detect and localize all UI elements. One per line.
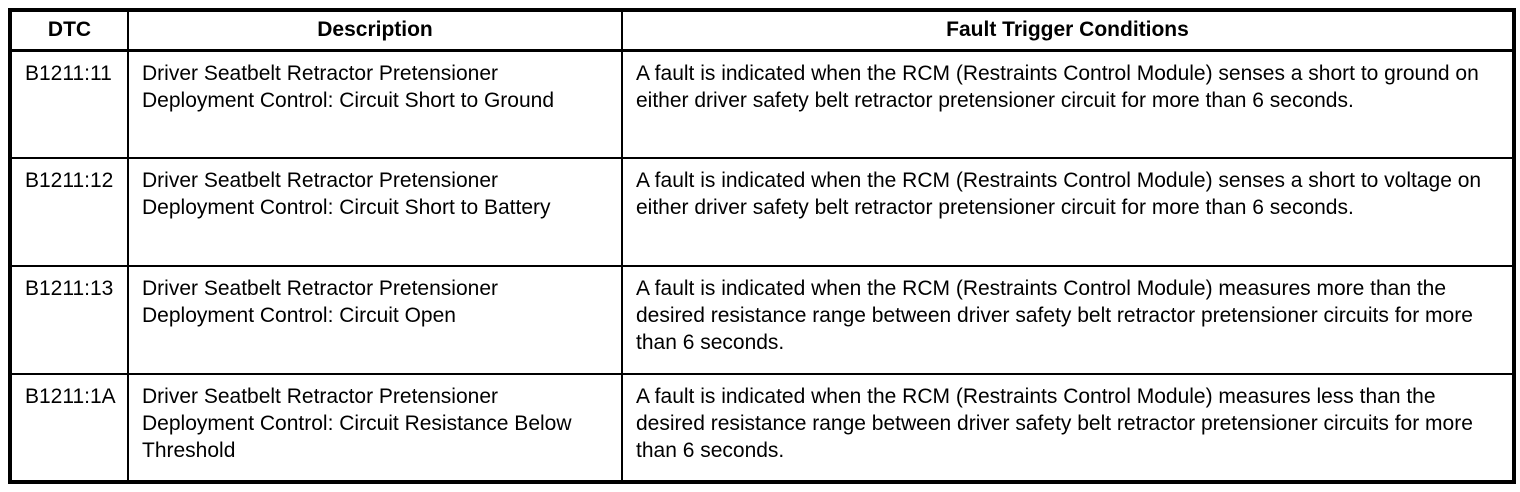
dtc-fault-table: DTC Description Fault Trigger Conditions…: [8, 8, 1516, 484]
column-header-dtc: DTC: [9, 9, 129, 52]
dtc-code-cell: B1211:1A: [9, 373, 129, 483]
dtc-code-cell: B1211:12: [9, 157, 129, 267]
table-row: B1211:11 Driver Seatbelt Retractor Prete…: [9, 49, 1515, 159]
column-header-description: Description: [127, 9, 623, 52]
fault-trigger-conditions-cell: A fault is indicated when the RCM (Restr…: [621, 157, 1515, 267]
fault-trigger-conditions-cell: A fault is indicated when the RCM (Restr…: [621, 265, 1515, 375]
description-cell: Driver Seatbelt Retractor Pretensioner D…: [127, 157, 623, 267]
description-cell: Driver Seatbelt Retractor Pretensioner D…: [127, 265, 623, 375]
fault-trigger-conditions-cell: A fault is indicated when the RCM (Restr…: [621, 49, 1515, 159]
column-header-fault-trigger-conditions: Fault Trigger Conditions: [621, 9, 1515, 52]
table-row: B1211:1A Driver Seatbelt Retractor Prete…: [9, 373, 1515, 483]
dtc-code-cell: B1211:13: [9, 265, 129, 375]
table-row: B1211:12 Driver Seatbelt Retractor Prete…: [9, 157, 1515, 267]
dtc-code-cell: B1211:11: [9, 49, 129, 159]
fault-trigger-conditions-cell: A fault is indicated when the RCM (Restr…: [621, 373, 1515, 483]
description-cell: Driver Seatbelt Retractor Pretensioner D…: [127, 49, 623, 159]
header-row: DTC Description Fault Trigger Conditions: [9, 9, 1515, 52]
description-cell: Driver Seatbelt Retractor Pretensioner D…: [127, 373, 623, 483]
table-row: B1211:13 Driver Seatbelt Retractor Prete…: [9, 265, 1515, 375]
